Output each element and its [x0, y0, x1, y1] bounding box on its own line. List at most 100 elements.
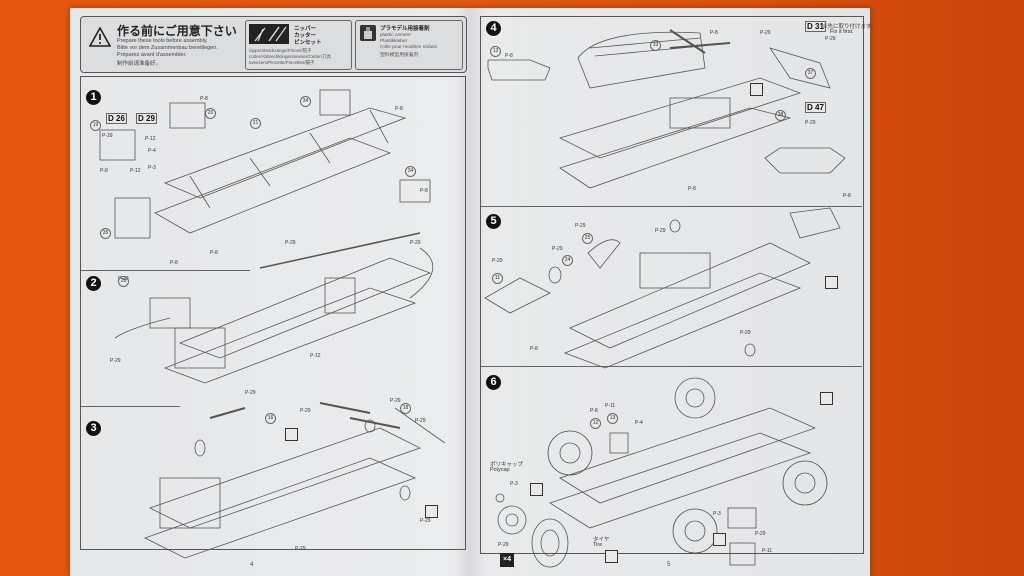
part-number: 11 [492, 273, 503, 284]
no-cement-icon [285, 428, 298, 441]
part-number: 16 [265, 413, 276, 424]
part-tag: P-29 [390, 398, 401, 404]
assembly-drawings-right [484, 29, 846, 568]
warning-line-fr: Préparez avant d'assembler. [117, 52, 187, 58]
cement-section: プラモデル用接着剤 plastic cement Plastikkleber C… [355, 20, 463, 70]
no-cement-icon [750, 83, 763, 96]
tire-label-en: Tire [593, 542, 603, 548]
quantity-multiplier: ×4 [500, 553, 514, 567]
part-tag: P-11 [605, 403, 616, 409]
part-tag: P-29 [655, 228, 666, 234]
fix-first-note-en: Fix it first. [830, 29, 854, 35]
part-tag: P-29 [492, 258, 503, 264]
step-1-number: 1 [86, 90, 101, 105]
decal-label-d29: D 29 [136, 113, 157, 124]
warning-title: 作る前にご用意下さい [117, 24, 237, 38]
no-cement-icon [425, 505, 438, 518]
tire-label-jp: タイヤ [593, 537, 610, 543]
polycap-label-en: Polycap [490, 467, 510, 473]
part-tag: P-29 [805, 120, 816, 126]
part-tag: P-8 [505, 53, 513, 59]
step-4-number: 4 [486, 21, 501, 36]
tools-icon [249, 24, 289, 44]
part-tag: P-8 [210, 250, 218, 256]
tool-tweezers-jp: ピンセット [294, 40, 322, 46]
step-6-number: 6 [486, 375, 501, 390]
part-tag: P-8 [530, 346, 538, 352]
cement-line-de: Plastikkleber [380, 39, 408, 44]
part-tag: P-8 [843, 193, 851, 199]
part-tag: P-12 [145, 136, 156, 142]
part-number: 38 [775, 110, 786, 121]
instruction-sheet: 作る前にご用意下さい Prepare these tools before as… [70, 8, 876, 576]
assembly-drawings-left [99, 89, 446, 559]
preparation-header: 作る前にご用意下さい Prepare these tools before as… [80, 16, 467, 73]
part-tag: P-29 [552, 246, 563, 252]
no-cement-icon [713, 533, 726, 546]
warning-section: 作る前にご用意下さい Prepare these tools before as… [85, 21, 245, 67]
cement-line-en: plastic cement [380, 33, 411, 38]
left-page: 作る前にご用意下さい Prepare these tools before as… [70, 8, 470, 576]
part-tag: P-29 [415, 418, 426, 424]
step-divider-5-6 [480, 366, 862, 367]
tool-line-1: nipper/Zwickzange/Pinces/钳子 [249, 48, 312, 53]
cement-bottle-icon [360, 25, 376, 41]
no-cement-icon [530, 483, 543, 496]
part-tag: P-4 [148, 148, 156, 154]
part-tag: P-8 [395, 106, 403, 112]
part-tag: P-29 [110, 358, 121, 364]
tool-line-3: tweezers/Pinzette/Pincettes/镊子 [249, 60, 315, 65]
part-tag: P-29 [245, 390, 256, 396]
part-number: 33 [650, 40, 661, 51]
step-5-number: 5 [486, 214, 501, 229]
warning-line-de: Bitte vor dem Zusammenbau bereitlegen. [117, 45, 218, 51]
step-divider-2-3 [80, 406, 180, 407]
decal-label-d31: D 31 [805, 21, 826, 32]
part-number: 34 [300, 96, 311, 107]
part-number: 21 [250, 118, 261, 129]
part-tag: P-12 [310, 353, 321, 359]
part-tag: P-3 [510, 481, 518, 487]
part-number: 25 [582, 233, 593, 244]
part-number: 18 [400, 403, 411, 414]
cement-line-fr: Colle pour modèles réduits [380, 45, 438, 50]
part-tag: P-4 [635, 420, 643, 426]
part-number: 13 [607, 413, 618, 424]
cement-line-cn: 塑料模型用接着剂 [380, 53, 419, 58]
part-tag: P-8 [688, 186, 696, 192]
part-tag: P-29 [102, 133, 113, 139]
part-number: 12 [590, 418, 601, 429]
fix-first-note-jp: ※先に取り付けます。 [822, 24, 877, 30]
left-steps-frame [80, 76, 466, 550]
right-steps-frame [480, 16, 864, 554]
step-2-number: 2 [86, 276, 101, 291]
part-tag: P-8 [590, 408, 598, 414]
part-tag: P-8 [100, 168, 108, 174]
part-tag: P-29 [420, 518, 431, 524]
no-cement-icon [825, 276, 838, 289]
warning-line-cn: 制作前请准备好。 [117, 61, 162, 67]
polycap-label-jp: ポリキャップ [490, 462, 524, 468]
part-number: 20 [205, 108, 216, 119]
tool-line-2: cutter/Abbrechklingenmesser/Cutter/刀具 [249, 54, 332, 59]
warning-triangle-icon [89, 27, 111, 47]
part-tag: P-29 [295, 546, 306, 552]
part-tag: P-29 [285, 240, 296, 246]
cement-title: プラモデル用接着剤 [380, 26, 430, 32]
part-number: 13 [490, 46, 501, 57]
part-number: 34 [405, 166, 416, 177]
part-number: 28 [118, 276, 129, 287]
right-page: 4 5 6 D 31 D 47 ※先に取り付けます。 Fix it first. [470, 8, 876, 576]
part-tag: P-8 [420, 188, 428, 194]
part-tag: P-8 [200, 96, 208, 102]
step-3-number: 3 [86, 421, 101, 436]
part-tag: P-29 [410, 240, 421, 246]
step-divider-4-5 [480, 206, 862, 207]
part-tag: P-29 [300, 408, 311, 414]
decal-label-d26: D 26 [106, 113, 127, 124]
part-tag: P-29 [498, 542, 509, 548]
part-number: 24 [562, 255, 573, 266]
no-cement-icon [820, 392, 833, 405]
tool-nipper-jp: ニッパー [294, 26, 317, 32]
part-number: 19 [90, 120, 101, 131]
